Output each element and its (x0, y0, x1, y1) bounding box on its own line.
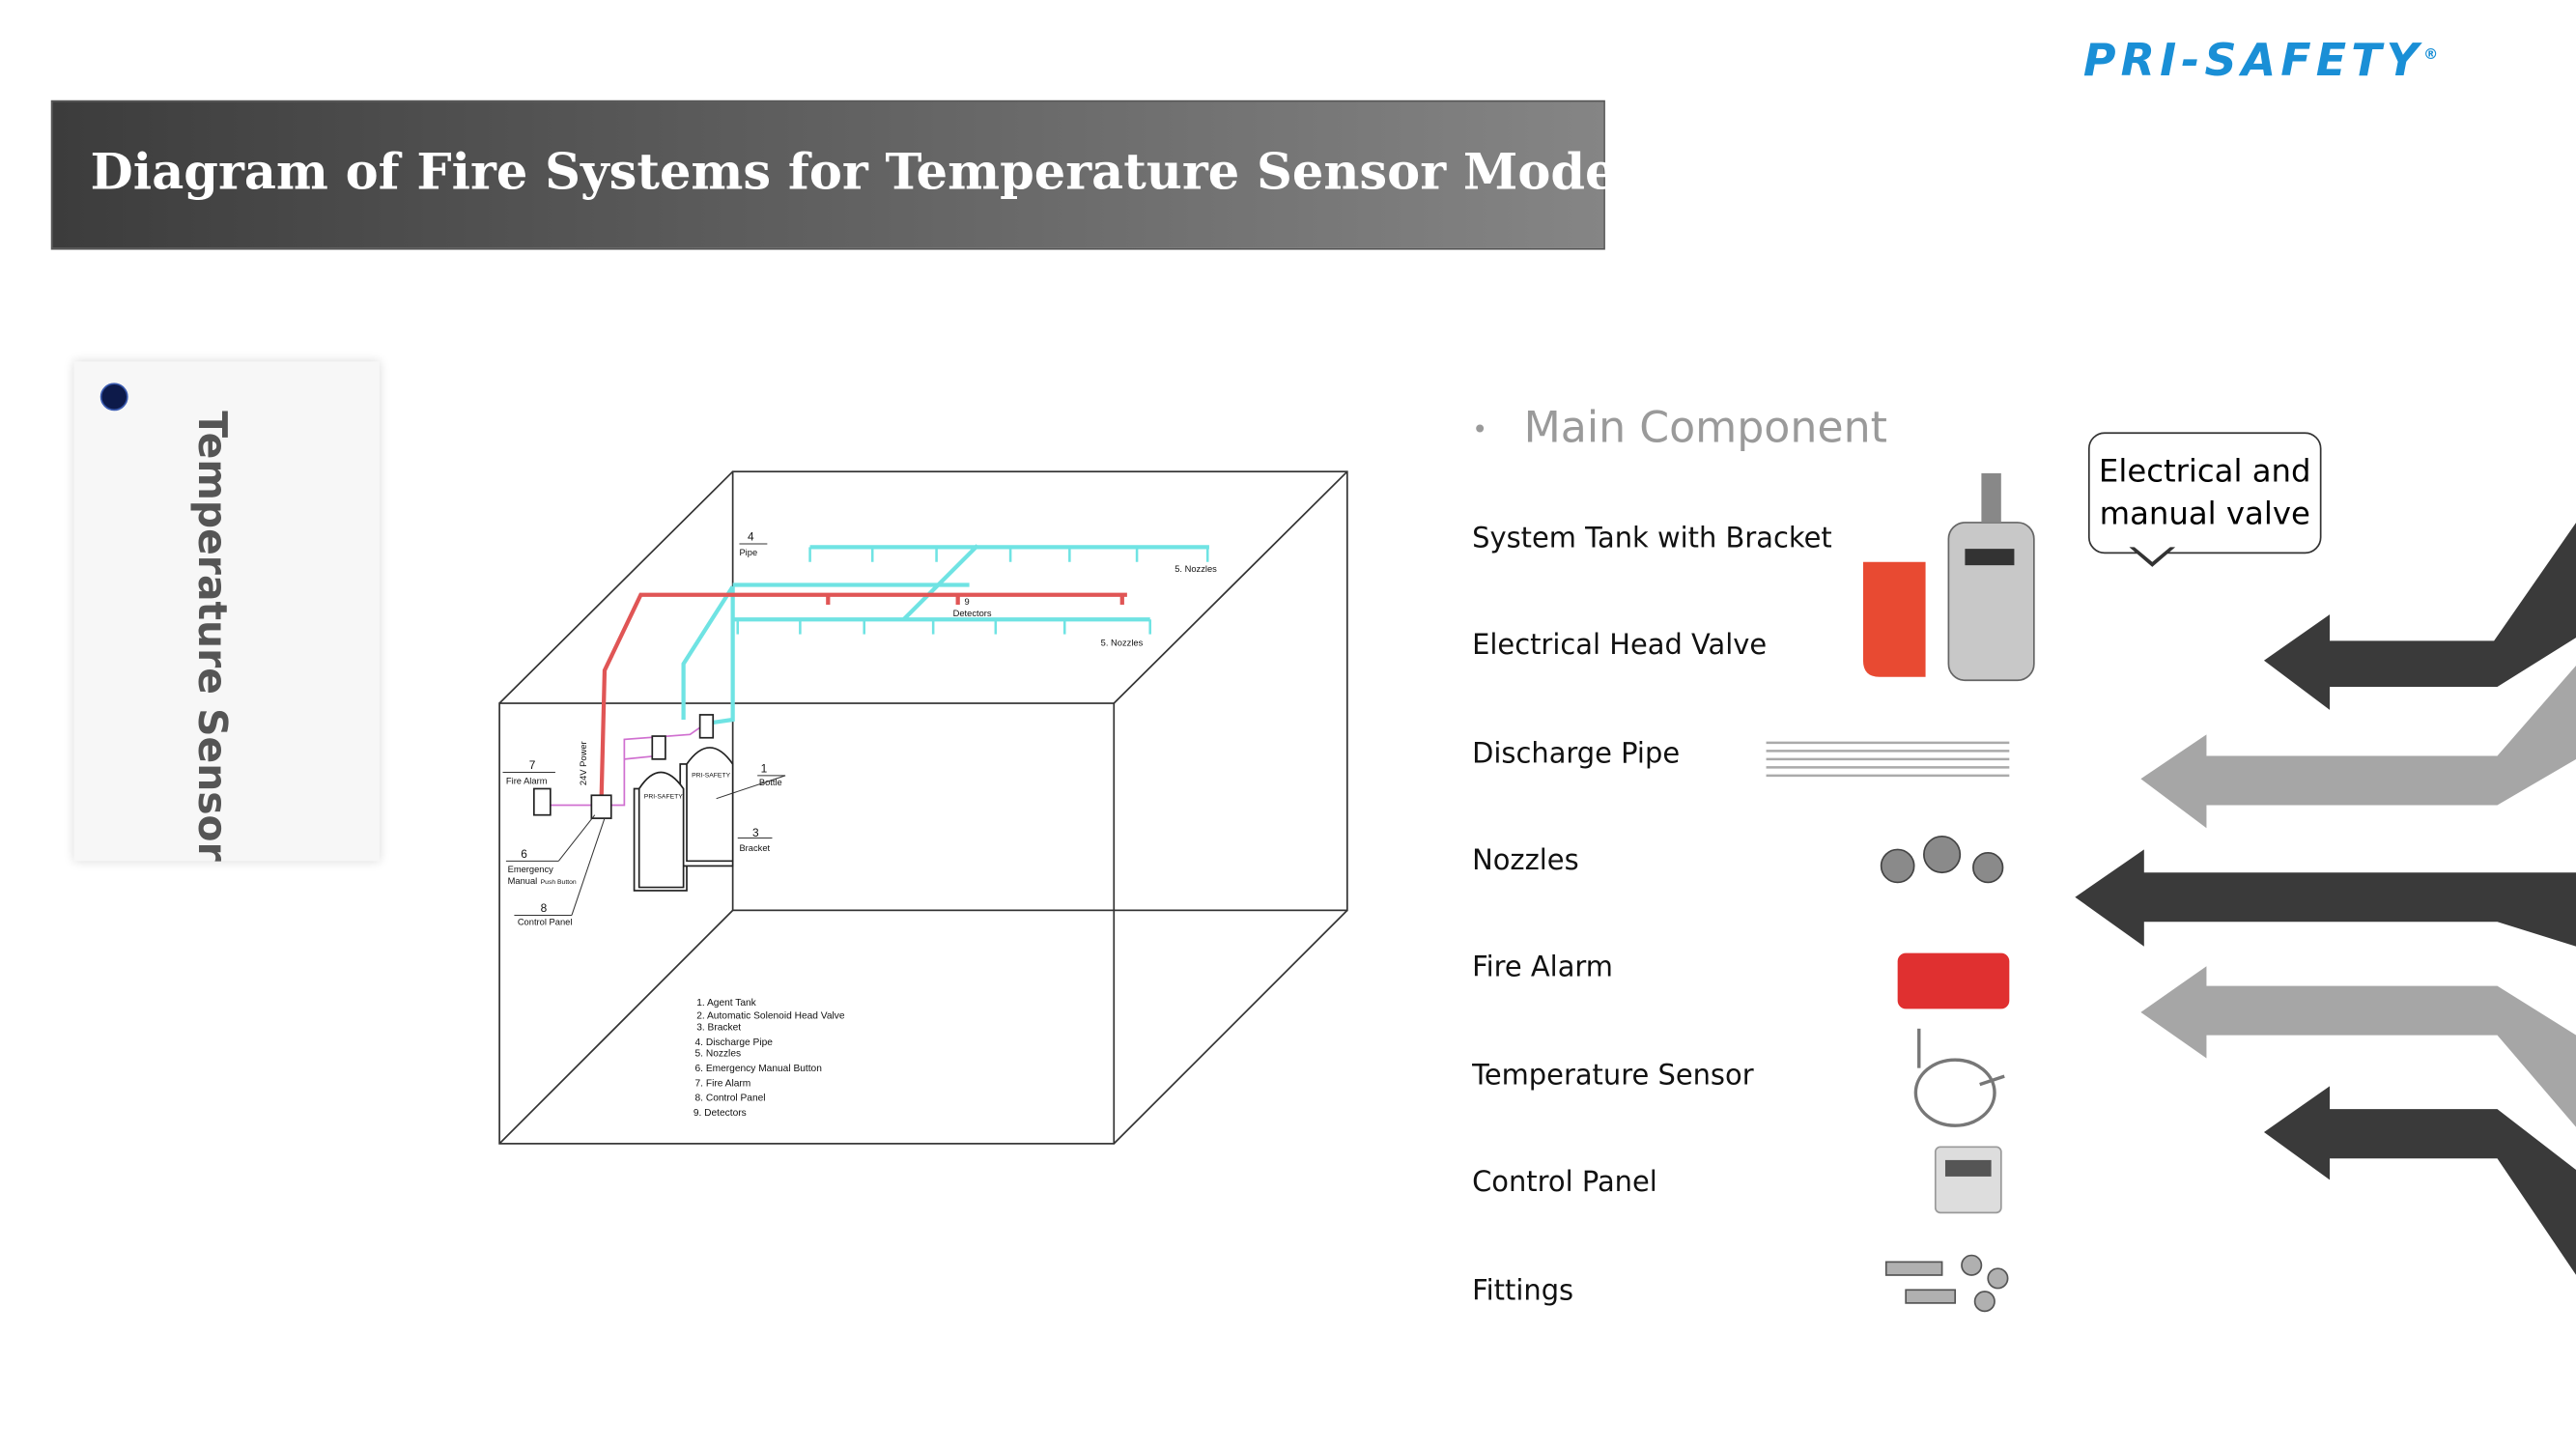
bottle-label: Bottle (759, 778, 782, 787)
fire-alarm-box (532, 787, 552, 816)
component-item: Fittings (1472, 1274, 1574, 1308)
arrow-dark-1 (2263, 523, 2576, 710)
title-banner: Diagram of Fire Systems for Temperature … (50, 99, 1653, 250)
alarm-num: 7 (529, 758, 536, 772)
electrical-line (599, 592, 1127, 803)
side-card: Temperature Sensor (73, 361, 380, 862)
page-title: Diagram of Fire Systems for Temperature … (90, 144, 1653, 203)
emergency-label-2: Manual (508, 876, 538, 886)
component-item: Control Panel (1472, 1166, 1657, 1200)
component-item: Nozzles (1472, 844, 1579, 878)
panel-label: Control Panel (518, 918, 573, 927)
nozzles-top-label: 5. Nozzles (1175, 564, 1217, 574)
discharge-pipe (681, 544, 1209, 725)
legend-item: 7. Fire Alarm (695, 1078, 751, 1089)
control-panel-image (1934, 1146, 2002, 1214)
fittings-image (1884, 1254, 2009, 1313)
component-item: Discharge Pipe (1472, 737, 1681, 771)
legend-item: 1. Agent Tank (696, 998, 756, 1009)
arrow-light-1 (2140, 666, 2576, 829)
tank-brand-2: PRI-SAFETY (692, 773, 730, 780)
agent-tanks (532, 714, 734, 892)
room-box (498, 470, 1348, 1145)
arrow-dark-2 (2075, 849, 2576, 947)
component-item: System Tank with Bracket (1472, 522, 1832, 555)
brand-logo: PRI-SAFETY® (2082, 36, 2444, 88)
pipe-label: Pipe (739, 548, 757, 557)
detectors-num: 9 (964, 597, 969, 607)
diagram-legend: 1. Agent Tank 2. Automatic Solenoid Head… (694, 998, 845, 1119)
tank-brand: PRI-SAFETY (644, 794, 683, 801)
bullet-dot-icon (99, 383, 128, 412)
emergency-label-1: Emergency (508, 865, 554, 874)
emergency-num: 6 (521, 847, 527, 861)
temperature-sensor-image (1913, 1028, 2005, 1127)
bracket-label: Bracket (739, 843, 770, 853)
alarm-label: Fire Alarm (506, 776, 548, 785)
legend-item: 9. Detectors (694, 1108, 747, 1119)
nozzles (736, 547, 1209, 635)
fire-alarm-image (1897, 952, 2010, 1009)
bullet-icon: • (1472, 413, 1488, 445)
legend-item: 4. Discharge Pipe (695, 1037, 774, 1048)
legend-item: 5. Nozzles (695, 1049, 742, 1060)
legend-item: 3. Bracket (696, 1023, 741, 1034)
control-panel-box (590, 794, 612, 819)
discharge-pipe-image (1766, 741, 2010, 778)
component-item: Temperature Sensor (1472, 1060, 1754, 1094)
panel-num: 8 (541, 901, 548, 915)
bracket-num: 3 (752, 826, 759, 839)
pipe-num: 4 (748, 530, 754, 544)
emergency-label-3: Push Button (541, 879, 577, 886)
system-tank-image (1862, 472, 2035, 682)
nozzles-bottom-label: 5. Nozzles (1101, 638, 1144, 647)
nozzles-image (1880, 835, 2004, 884)
power-label: 24V Power (579, 741, 588, 785)
legend-item: 2. Automatic Solenoid Head Valve (696, 1011, 845, 1022)
arrow-dark-3 (2263, 1086, 2576, 1275)
bottle-num: 1 (761, 761, 768, 775)
component-item: Electrical Head Valve (1472, 629, 1768, 663)
component-item: Fire Alarm (1472, 951, 1613, 984)
side-card-label: Temperature Sensor (188, 411, 236, 862)
arrow-light-2 (2140, 966, 2576, 1127)
legend-item: 8. Control Panel (695, 1094, 766, 1104)
legend-item: 6. Emergency Manual Button (695, 1064, 822, 1074)
detectors-label: Detectors (953, 609, 992, 618)
main-component-heading: •Main Component (1472, 404, 1887, 454)
